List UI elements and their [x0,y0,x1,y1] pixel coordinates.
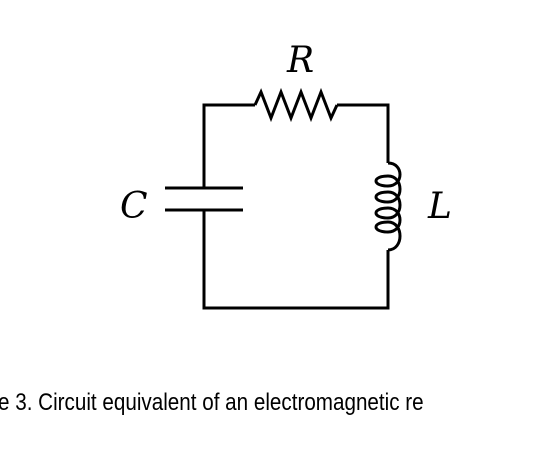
resistor-symbol [253,87,339,123]
inductor-symbol [374,161,402,252]
wire-top-left [202,103,255,188]
capacitor-label: C [120,186,148,227]
wire-top-right [337,103,390,163]
figure-caption: e 3. Circuit equivalent of an electromag… [0,389,424,416]
inductor-label: L [427,186,452,227]
wire-bottom [202,210,390,310]
resistor-label: R [286,40,314,81]
